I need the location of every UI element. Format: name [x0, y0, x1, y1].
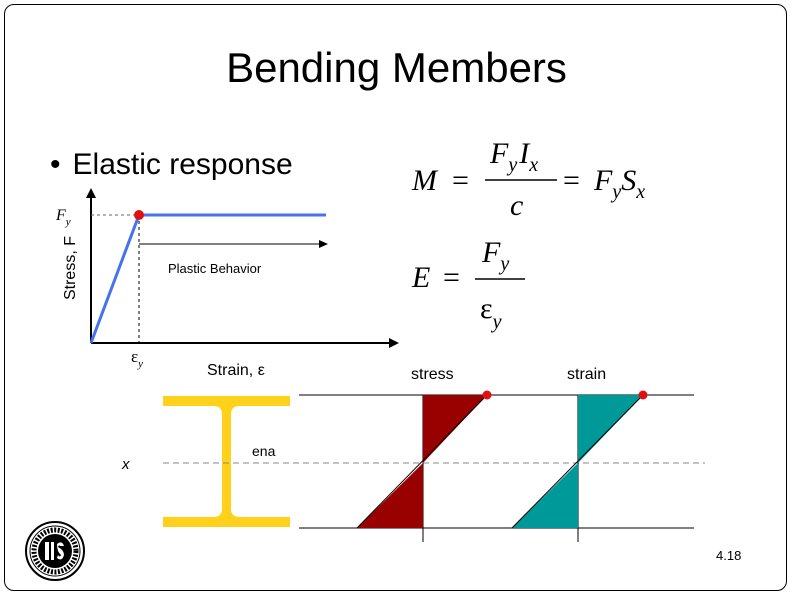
ena-label: ena: [252, 443, 276, 459]
x-axis-section-label: x: [121, 456, 130, 473]
yield-stress-label: Fy: [55, 207, 71, 228]
moment-denominator: c: [510, 189, 523, 222]
beam-top-flange: [163, 396, 290, 406]
moment-rhs: FySx: [593, 164, 645, 203]
moment-lhs: M: [411, 164, 439, 197]
yield-point: [134, 210, 144, 220]
modulus-equation: E = Fy εy: [411, 236, 525, 333]
stress-label: stress: [411, 366, 454, 383]
modulus-equals: =: [443, 261, 460, 294]
section-diagram: x ena stress strain: [121, 366, 705, 542]
y-axis-arrow-icon: [86, 188, 96, 198]
moment-equals: =: [452, 164, 469, 197]
beam-fillet: [213, 406, 222, 414]
plastic-arrow-head-icon: [319, 240, 328, 248]
bullet-dot-icon: •: [50, 148, 61, 181]
x-axis-arrow-icon: [389, 338, 399, 348]
beam-fillet: [231, 509, 240, 517]
beam-bottom-flange: [163, 517, 290, 527]
modulus-lhs: E: [411, 261, 430, 294]
beam-fillet: [213, 509, 222, 517]
stress-profile-line: [356, 394, 488, 529]
modulus-denominator: εy: [480, 292, 502, 333]
stress-yield-point: [482, 390, 492, 400]
stress-strain-graph: Plastic Behavior Fy εy Stress, F Strain,…: [55, 188, 399, 379]
page-number: 4.18: [716, 548, 742, 563]
moment-equals-2: =: [563, 164, 580, 197]
bullet-item: • Elastic response: [50, 148, 293, 182]
strain-yield-point: [638, 390, 648, 400]
yield-strain-label: εy: [131, 347, 143, 370]
slide-title: Bending Members: [226, 44, 567, 91]
slide-frame: [4, 4, 787, 591]
elastic-line: [89, 214, 141, 344]
strain-profile-line: [511, 394, 644, 529]
aisc-logo: [25, 521, 85, 581]
plastic-label: Plastic Behavior: [168, 261, 262, 276]
moment-numerator: FyIx: [489, 137, 538, 176]
beam-web: [222, 404, 231, 519]
x-axis-label: Strain, ε: [207, 362, 265, 379]
y-axis-label: Stress, F: [62, 236, 79, 300]
beam-fillet: [231, 406, 240, 414]
modulus-numerator: Fy: [481, 236, 509, 275]
bullet-text: Elastic response: [72, 148, 293, 181]
strain-label: strain: [567, 366, 606, 383]
moment-equation: M = FyIx c = FySx: [411, 137, 645, 222]
